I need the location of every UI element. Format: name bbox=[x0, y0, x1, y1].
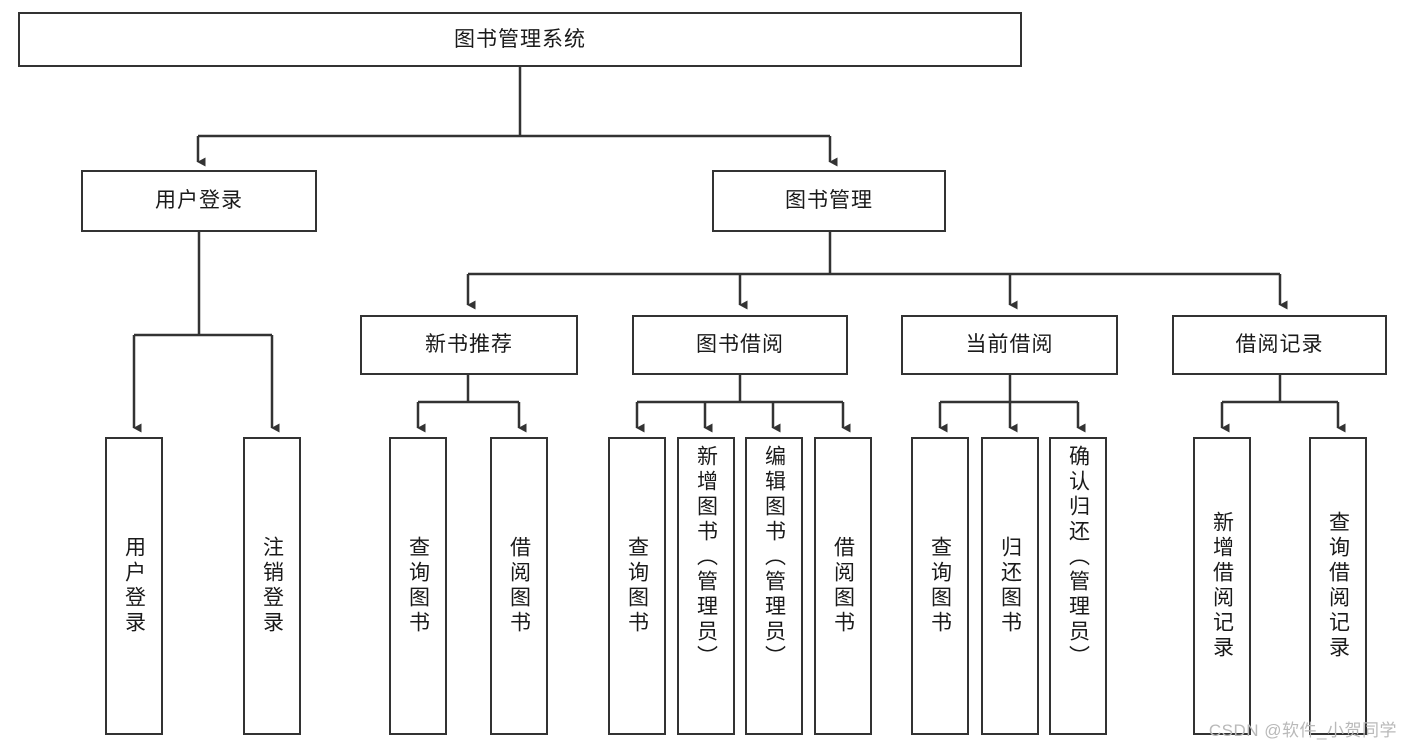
leaf-return-book[interactable]: 归还图书 bbox=[981, 437, 1039, 735]
leaf-query-book-current[interactable]: 查询图书 bbox=[911, 437, 969, 735]
leaf-label-wrap: 借阅图书 bbox=[816, 439, 870, 733]
node-label: 借阅图书 bbox=[507, 536, 531, 636]
leaf-label-wrap: 查询图书 bbox=[610, 439, 664, 733]
leaf-logout[interactable]: 注销登录 bbox=[243, 437, 301, 735]
node-label: 用户登录 bbox=[122, 536, 146, 636]
node-label: 查询图书 bbox=[928, 536, 952, 636]
leaf-borrow-book[interactable]: 借阅图书 bbox=[814, 437, 872, 735]
leaf-query-book-borrow[interactable]: 查询图书 bbox=[608, 437, 666, 735]
leaf-query-book-recommend[interactable]: 查询图书 bbox=[389, 437, 447, 735]
node-current-borrow[interactable]: 当前借阅 bbox=[901, 315, 1118, 375]
node-label: 查询借阅记录 bbox=[1326, 511, 1350, 661]
leaf-label-wrap: 新增借阅记录 bbox=[1195, 439, 1249, 733]
leaf-label-wrap: 查询借阅记录 bbox=[1311, 439, 1365, 733]
node-user-login[interactable]: 用户登录 bbox=[81, 170, 317, 232]
node-label: 新增图书（管理员） bbox=[694, 445, 718, 670]
node-new-book-recommend[interactable]: 新书推荐 bbox=[360, 315, 578, 375]
leaf-query-borrow-record[interactable]: 查询借阅记录 bbox=[1309, 437, 1367, 735]
leaf-label-wrap: 归还图书 bbox=[983, 439, 1037, 733]
node-label: 借阅图书 bbox=[831, 536, 855, 636]
leaf-label-wrap: 用户登录 bbox=[107, 439, 161, 733]
leaf-label-wrap: 查询图书 bbox=[913, 439, 967, 733]
node-label: 查询图书 bbox=[625, 536, 649, 636]
node-label: 新增借阅记录 bbox=[1210, 511, 1234, 661]
leaf-label-wrap: 新增图书（管理员） bbox=[679, 439, 733, 733]
leaf-add-book-admin[interactable]: 新增图书（管理员） bbox=[677, 437, 735, 735]
leaf-edit-book-admin[interactable]: 编辑图书（管理员） bbox=[745, 437, 803, 735]
node-label: 当前借阅 bbox=[965, 333, 1054, 357]
leaf-confirm-return-admin[interactable]: 确认归还（管理员） bbox=[1049, 437, 1107, 735]
node-root-book-management-system[interactable]: 图书管理系统 bbox=[18, 12, 1022, 67]
node-label: 图书管理 bbox=[785, 189, 873, 213]
node-label: 借阅记录 bbox=[1235, 333, 1324, 357]
node-label: 确认归还（管理员） bbox=[1066, 445, 1090, 670]
node-book-management[interactable]: 图书管理 bbox=[712, 170, 946, 232]
node-label: 编辑图书（管理员） bbox=[762, 445, 786, 670]
node-label: 用户登录 bbox=[155, 189, 243, 213]
leaf-label-wrap: 注销登录 bbox=[245, 439, 299, 733]
node-label: 新书推荐 bbox=[425, 333, 513, 357]
node-label: 图书借阅 bbox=[696, 333, 784, 357]
leaf-borrow-book-recommend[interactable]: 借阅图书 bbox=[490, 437, 548, 735]
node-borrow-record[interactable]: 借阅记录 bbox=[1172, 315, 1387, 375]
leaf-label-wrap: 借阅图书 bbox=[492, 439, 546, 733]
node-book-borrow[interactable]: 图书借阅 bbox=[632, 315, 848, 375]
leaf-label-wrap: 编辑图书（管理员） bbox=[747, 439, 801, 733]
leaf-user-login[interactable]: 用户登录 bbox=[105, 437, 163, 735]
node-label: 查询图书 bbox=[406, 536, 430, 636]
leaf-label-wrap: 查询图书 bbox=[391, 439, 445, 733]
node-label: 归还图书 bbox=[998, 536, 1022, 636]
node-label: 注销登录 bbox=[260, 536, 284, 636]
leaf-label-wrap: 确认归还（管理员） bbox=[1051, 439, 1105, 733]
watermark-text: CSDN @软件_小贺同学 bbox=[1208, 721, 1397, 740]
leaf-add-borrow-record[interactable]: 新增借阅记录 bbox=[1193, 437, 1251, 735]
node-label: 图书管理系统 bbox=[454, 27, 586, 51]
